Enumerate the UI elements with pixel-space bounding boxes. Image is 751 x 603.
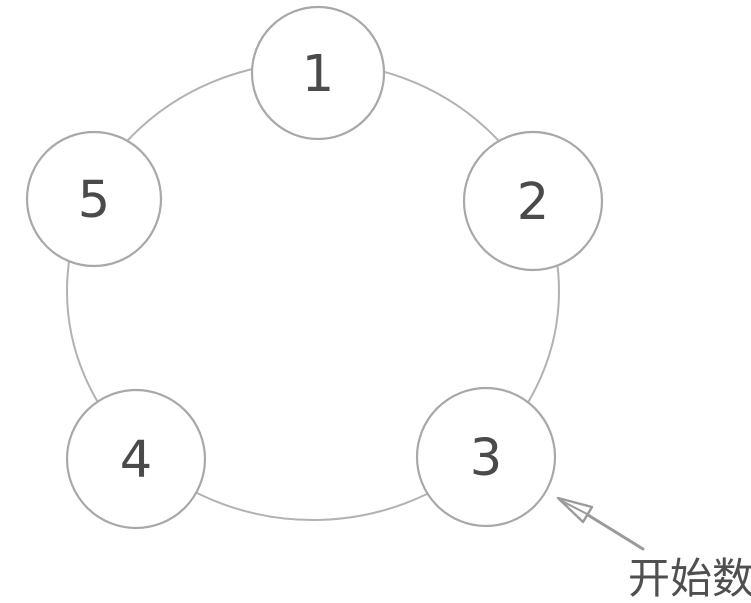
node-1: 1 [250, 5, 386, 141]
node-1-label: 1 [302, 45, 334, 104]
node-4: 4 [65, 388, 207, 530]
arrow-shaft [586, 513, 645, 551]
node-4-label: 4 [120, 431, 152, 490]
arrow-midline [559, 499, 588, 515]
node-5-label: 5 [78, 171, 110, 230]
node-1-circle [250, 5, 386, 141]
node-5: 5 [25, 130, 163, 268]
node-2-label: 2 [517, 173, 549, 232]
node-5-circle [25, 130, 163, 268]
node-3-label: 3 [470, 429, 502, 488]
start-arrow-icon [556, 496, 645, 551]
node-3-circle [415, 386, 557, 528]
node-2-circle [462, 130, 604, 272]
node-4-circle [65, 388, 207, 530]
node-2: 2 [462, 130, 604, 272]
annotation-label: 开始数 [628, 555, 751, 602]
node-3: 3 [415, 386, 557, 528]
